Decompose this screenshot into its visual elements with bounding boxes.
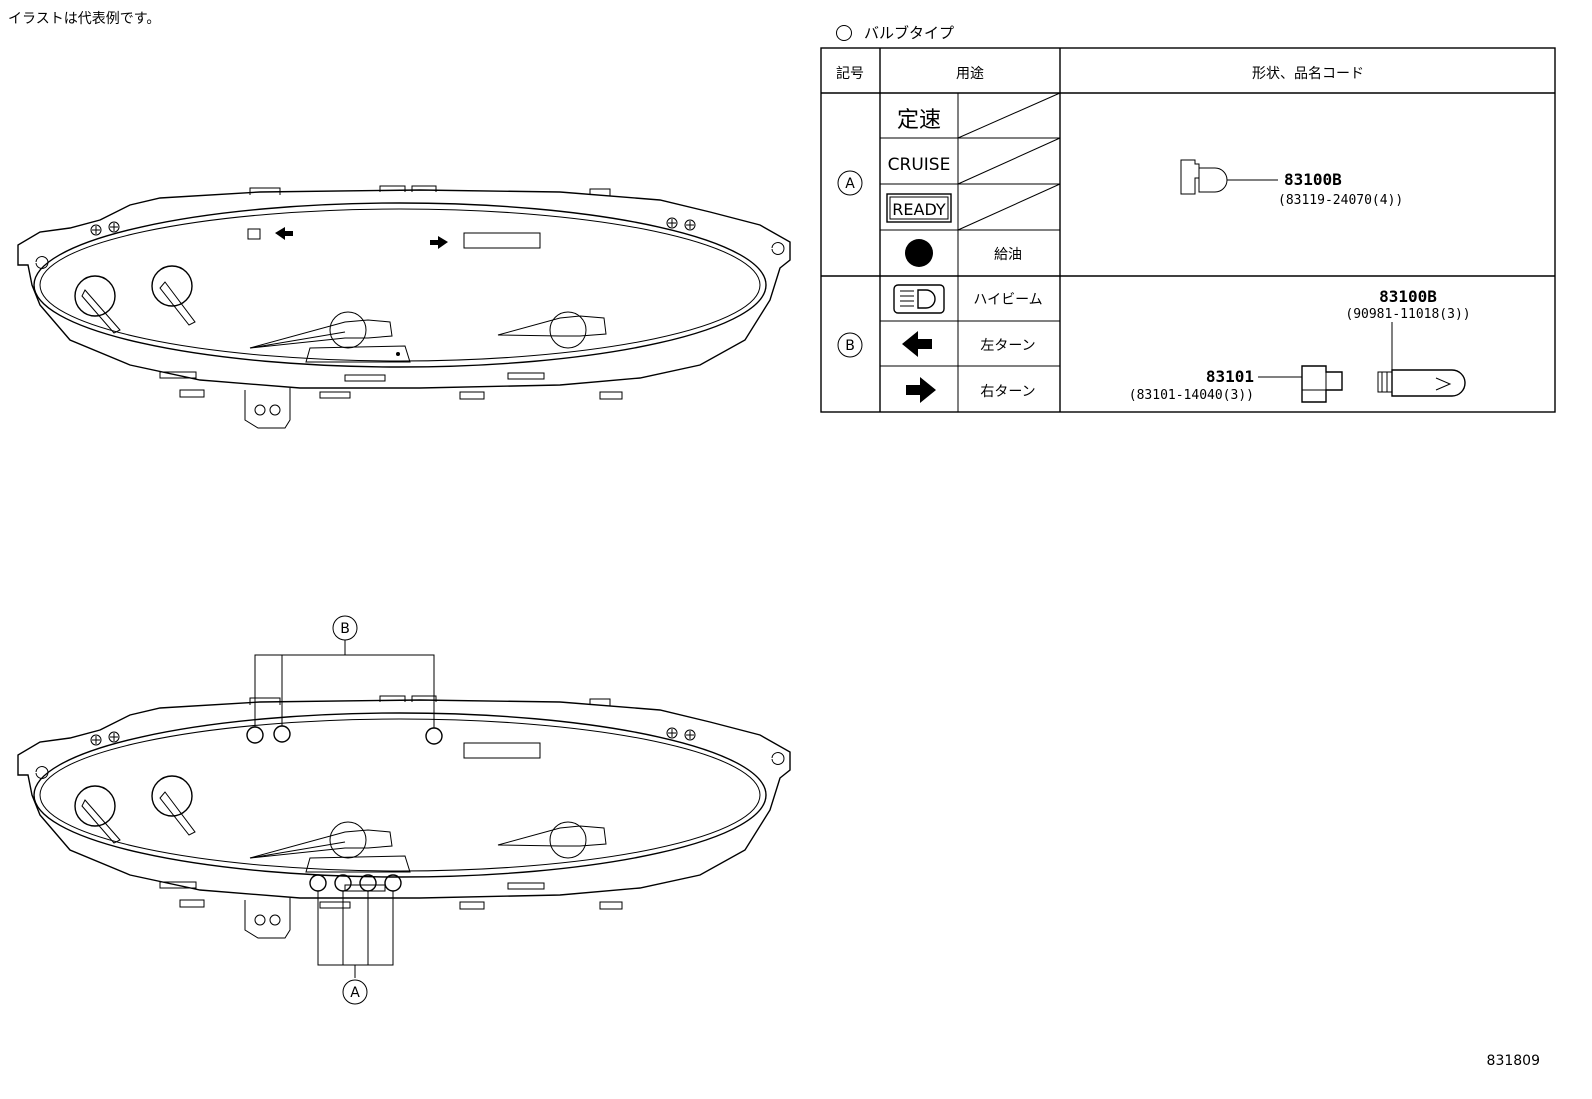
part-number-a: 83100B (1284, 170, 1342, 189)
header-usage: 用途 (956, 65, 984, 82)
bulb-part-code-b: (90981-11018(3)) (1345, 307, 1470, 322)
socket-icon (1301, 365, 1343, 403)
circle-icon (836, 24, 852, 41)
icon-label-ready: READY (892, 200, 946, 219)
socket-part-code-b: (83101-14040(3)) (1129, 388, 1254, 403)
legend-title: バルブタイプ (836, 22, 954, 43)
right-turn-arrow-icon (906, 377, 936, 403)
bulb-part-number-b: 83100B (1379, 287, 1437, 306)
wedge-bulb-b-icon (1377, 369, 1466, 397)
left-turn-arrow-icon (902, 331, 932, 357)
group-b-symbol: B (845, 338, 855, 354)
socket-part-number-b: 83101 (1206, 367, 1254, 386)
callout-b-label: B (340, 621, 350, 637)
cluster-top (17, 185, 791, 429)
figure-id: 831809 (1486, 1053, 1540, 1069)
header-shape: 形状、品名コード (1252, 66, 1364, 82)
icon-label-cruise: CRUISE (888, 155, 951, 175)
header-symbol: 記号 (836, 65, 864, 82)
callout-b: B (254, 615, 435, 728)
right-arrow-icon (430, 236, 448, 249)
legend-title-text: バルブタイプ (864, 24, 955, 42)
high-beam-icon (893, 284, 945, 314)
icon-label-teisoku: 定速 (897, 108, 941, 133)
usage-high-beam: ハイビーム (973, 292, 1042, 308)
filled-circle-icon (905, 239, 933, 267)
illustration-note: イラストは代表例です。 (8, 11, 161, 27)
wedge-bulb-icon (1180, 159, 1278, 195)
usage-left-turn: 左ターン (980, 338, 1035, 354)
usage-refuel: 給油 (994, 247, 1022, 263)
part-code-a: (83119-24070(4)) (1278, 193, 1403, 208)
usage-right-turn: 右ターン (980, 384, 1035, 400)
group-a-symbol: A (845, 176, 855, 192)
left-arrow-icon (275, 227, 293, 240)
bulb-legend-table: 記号 用途 形状、品名コード A 定速 CRUISE READY 給油 8310… (820, 47, 1556, 413)
callout-a: A (317, 891, 394, 1005)
cluster-bottom (17, 695, 791, 939)
callout-a-label: A (350, 985, 360, 1001)
